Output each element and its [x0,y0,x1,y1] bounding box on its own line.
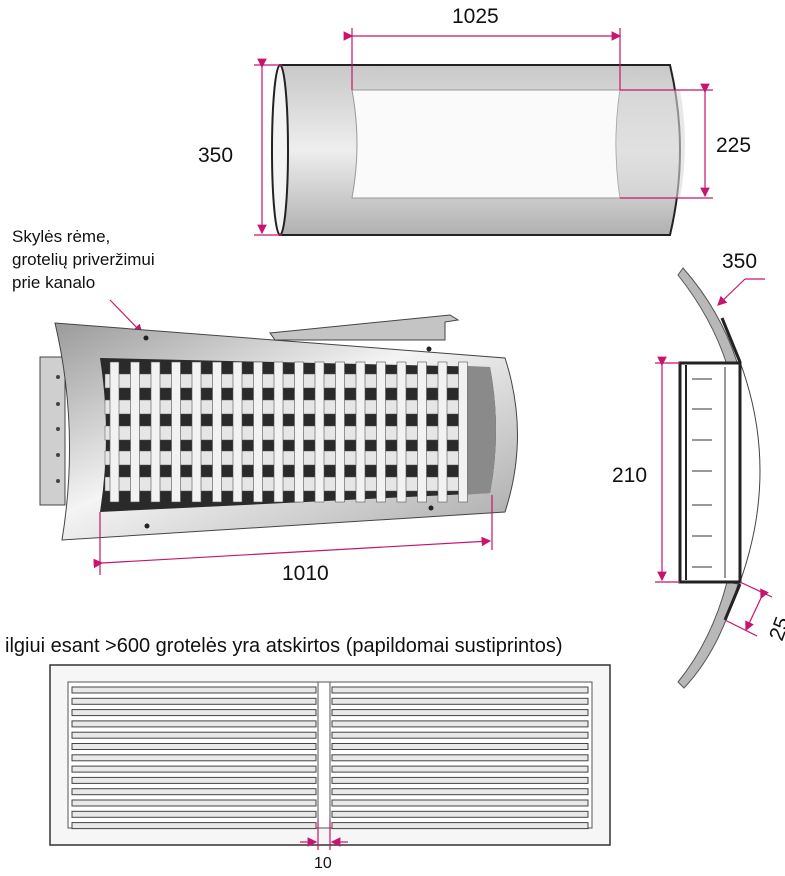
vertical-blade [355,361,366,503]
vertical-blade [396,361,407,503]
top-opening-dimension: 225 [620,83,751,199]
top-opening-label: 225 [716,134,751,157]
vertical-blade [273,361,284,503]
horizontal-slat [331,822,589,830]
horizontal-slat [71,754,317,762]
annotation-line: Skylės rėme, [12,227,110,246]
horizontal-slat [71,776,317,784]
horizontal-slat [71,743,317,750]
front-length-dimension: 1010 [93,495,493,585]
horizontal-slat [71,788,317,796]
vertical-blade [191,361,202,503]
top-width-label: 1025 [452,5,499,28]
annotation-arrow [109,299,143,334]
side-flange-label: 25 [765,614,785,644]
horizontal-slat [71,810,317,818]
top-height-label: 350 [198,144,233,167]
vertical-blade [150,361,161,503]
bottom-front-grille [49,664,611,846]
vertical-blade [417,361,427,503]
top-width-dimension: 1025 [343,5,622,90]
side-view-section [677,267,761,689]
bottom-gap-label: 10 [314,855,332,872]
vertical-blade [109,361,120,503]
top-height-dimension: 350 [198,58,282,236]
vertical-blade [335,361,345,503]
side-radius-label: 350 [722,250,757,273]
vertical-blade [130,361,140,503]
bottom-caption: ilgiui esant >600 grotelės yra atskirtos… [5,635,563,657]
vertical-blade [212,361,222,503]
vertical-blade [171,361,181,503]
horizontal-slat [71,686,317,694]
vertical-blade [376,361,386,503]
vertical-blade [253,361,263,503]
horizontal-slat [331,709,589,717]
horizontal-slat [331,776,589,784]
horizontal-slat [71,731,317,739]
front-length-label: 1010 [282,562,329,585]
horizontal-slat [71,720,317,728]
horizontal-slat [331,720,589,728]
horizontal-slat [331,731,589,739]
horizontal-slat [331,754,589,762]
horizontal-slat [331,743,589,750]
side-radius-dimension: 350 [717,250,765,306]
horizontal-slat [71,765,317,773]
horizontal-slat [331,697,589,705]
horizontal-slat [71,822,317,830]
horizontal-slat [331,686,589,694]
horizontal-slat [71,697,317,705]
vertical-blade [294,361,304,503]
annotation-line: prie kanalo [12,273,95,292]
horizontal-slat [71,709,317,717]
annotation-text: Skylės rėme, grotelių priveržimui prie k… [12,227,155,292]
vertical-blade [437,361,448,503]
horizontal-slat [331,799,589,807]
horizontal-slat [71,799,317,807]
side-height-dimension: 210 [612,356,680,583]
annotation-line: grotelių priveržimui [12,250,155,269]
horizontal-slat [331,765,589,773]
horizontal-slat [331,788,589,796]
vertical-blade [458,361,468,503]
vertical-blade [314,361,325,503]
bottom-gap-dimension: 10 [300,820,348,872]
side-flange-dimension: 25 [724,581,785,644]
vertical-blade [232,361,243,503]
horizontal-slat [331,810,589,818]
side-height-label: 210 [612,464,647,487]
front-view-grille [39,314,518,541]
